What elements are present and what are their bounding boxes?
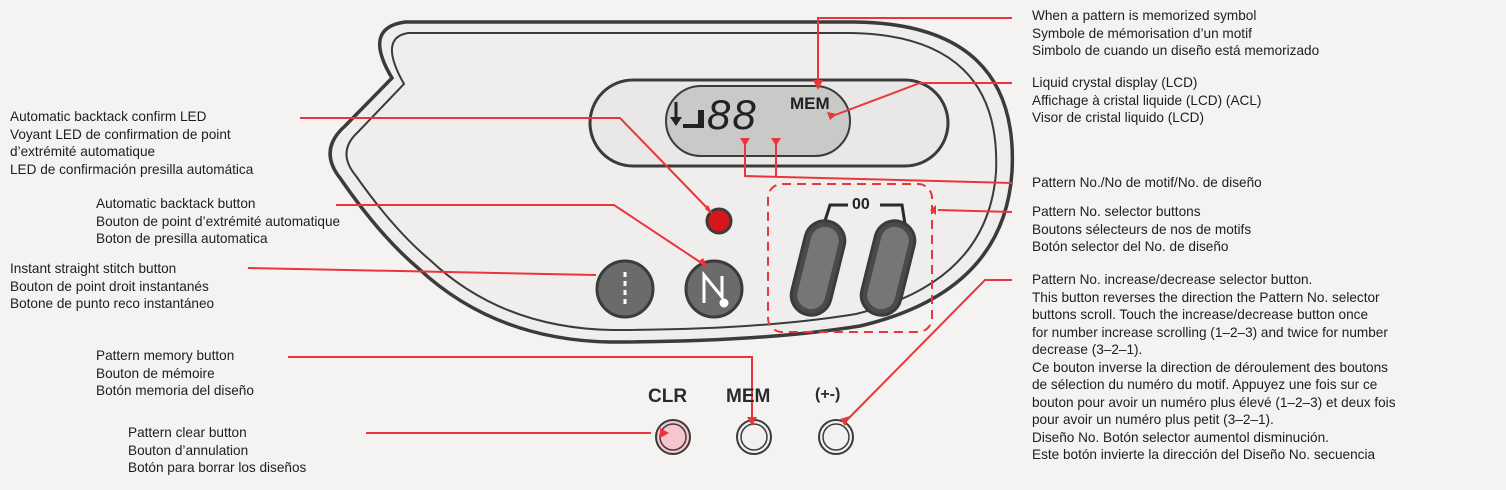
leader-memory: [288, 356, 753, 420]
leader-lcd: [834, 82, 1012, 116]
lcd-screen: [665, 85, 851, 157]
leader-selector: [937, 209, 1013, 213]
backtack-stitch-icon: [702, 270, 729, 308]
panel-outline: [328, 20, 1015, 344]
backtack-arrow-icon: [670, 102, 704, 128]
selector-bracket: [822, 203, 907, 225]
selector-marker: 00: [852, 196, 870, 213]
straight-stitch-button[interactable]: [595, 259, 655, 319]
label-pattern-no: Pattern No./No de motif/No. de diseño: [1032, 175, 1262, 190]
label-increase-decrease: Pattern No. increase/decrease selector b…: [1032, 272, 1396, 462]
label-backtack-button: Automatic backtack button Bouton de poin…: [96, 196, 341, 246]
clr-button-label: CLR: [648, 386, 688, 407]
leader-memorized: [817, 17, 1012, 86]
increase-decrease-symbol: (+-): [815, 386, 841, 403]
leader-backtack: [336, 204, 707, 267]
clr-button[interactable]: [655, 419, 691, 455]
mem-button-ring: [740, 423, 768, 451]
leader-arrowheads: [660, 80, 936, 438]
label-lcd: Liquid crystal display (LCD) Affichage à…: [1032, 75, 1262, 125]
leader-straight: [247, 267, 597, 276]
increase-decrease-button[interactable]: [818, 419, 854, 455]
mem-button-label: MEM: [726, 386, 771, 407]
panel-inner-outline: [345, 32, 998, 332]
selector-button-right[interactable]: [857, 217, 919, 320]
label-straight-stitch: Instant straight stitch button Bouton de…: [10, 261, 215, 311]
label-memory-button: Pattern memory button Bouton de mémoire …: [96, 348, 254, 398]
leader-led: [300, 117, 712, 213]
lcd-mem-indicator: MEM: [790, 94, 830, 113]
label-clear-button: Pattern clear button Bouton d’annulation…: [128, 425, 307, 475]
increase-decrease-button-ring: [822, 423, 850, 451]
label-selector-buttons: Pattern No. selector buttons Boutons sél…: [1032, 204, 1252, 254]
leader-increase: [844, 279, 1012, 423]
selector-button-left[interactable]: [787, 217, 849, 320]
mem-button[interactable]: [736, 419, 772, 455]
lcd-digits: 88: [707, 91, 758, 138]
label-memorized-symbol: When a pattern is memorized symbol Symbo…: [1032, 8, 1320, 58]
label-backtack-led: Automatic backtack confirm LED Voyant LE…: [10, 109, 254, 177]
selector-buttons-frame: [767, 183, 933, 333]
leader-lines: [247, 17, 1013, 434]
